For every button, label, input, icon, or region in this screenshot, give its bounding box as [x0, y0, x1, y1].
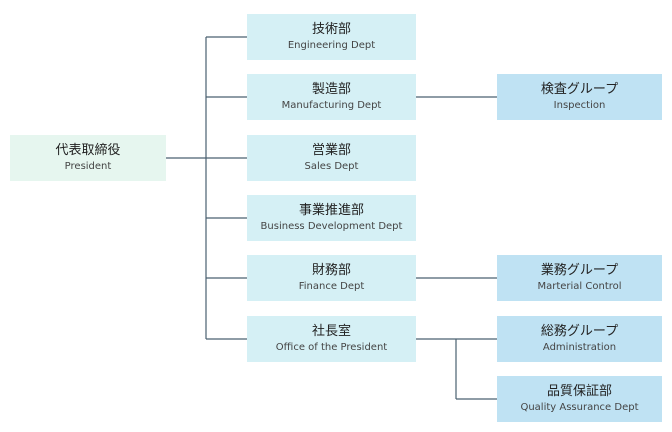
- dept-engineering: 技術部 Engineering Dept: [247, 14, 416, 60]
- group-quality-assurance-jp: 品質保証部: [546, 383, 612, 399]
- dept-sales-en: Sales Dept: [304, 160, 359, 172]
- dept-business-development-en: Business Development Dept: [260, 220, 403, 232]
- group-inspection-en: Inspection: [553, 99, 606, 111]
- dept-office-of-president-jp: 社長室: [311, 323, 351, 339]
- group-inspection-jp: 検査グループ: [540, 81, 619, 97]
- dept-business-development-jp: 事業推進部: [298, 202, 364, 218]
- dept-office-of-president: 社長室 Office of the President: [247, 316, 416, 362]
- dept-finance-en: Finance Dept: [298, 280, 365, 292]
- group-administration-jp: 総務グループ: [540, 323, 619, 339]
- president-title-en: President: [64, 160, 112, 172]
- group-quality-assurance: 品質保証部 Quality Assurance Dept: [497, 376, 662, 422]
- group-administration: 総務グループ Administration: [497, 316, 662, 362]
- group-administration-en: Administration: [542, 341, 617, 353]
- dept-manufacturing-en: Manufacturing Dept: [281, 99, 382, 111]
- dept-manufacturing-jp: 製造部: [311, 81, 351, 97]
- group-quality-assurance-en: Quality Assurance Dept: [520, 401, 639, 413]
- group-inspection: 検査グループ Inspection: [497, 74, 662, 120]
- dept-manufacturing: 製造部 Manufacturing Dept: [247, 74, 416, 120]
- dept-office-of-president-en: Office of the President: [275, 341, 388, 353]
- president-box: 代表取締役 President: [10, 135, 166, 181]
- dept-engineering-jp: 技術部: [311, 21, 351, 37]
- group-material-control-jp: 業務グループ: [540, 262, 619, 278]
- group-material-control-en: Marterial Control: [537, 280, 622, 292]
- dept-finance: 財務部 Finance Dept: [247, 255, 416, 301]
- dept-engineering-en: Engineering Dept: [287, 39, 376, 51]
- dept-sales: 営業部 Sales Dept: [247, 135, 416, 181]
- group-material-control: 業務グループ Marterial Control: [497, 255, 662, 301]
- dept-sales-jp: 営業部: [311, 142, 351, 158]
- dept-finance-jp: 財務部: [311, 262, 351, 278]
- dept-business-development: 事業推進部 Business Development Dept: [247, 195, 416, 241]
- president-title-jp: 代表取締役: [55, 142, 121, 158]
